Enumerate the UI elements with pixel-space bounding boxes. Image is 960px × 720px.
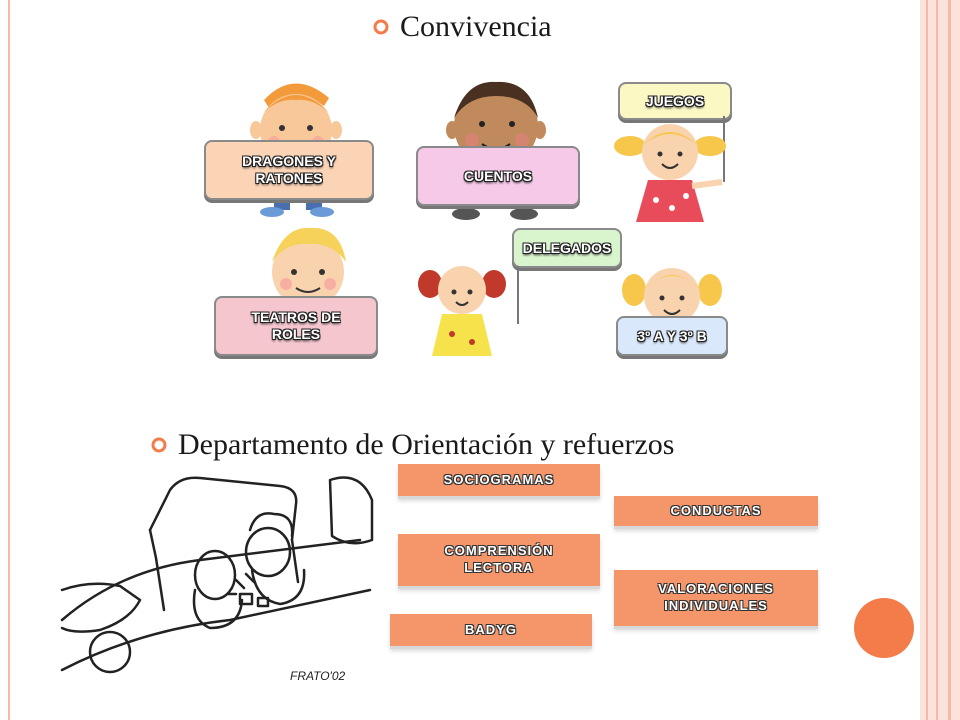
heading-departamento-text: Departamento de Orientación y refuerzos — [178, 428, 675, 461]
box-comprension-lectora-text: COMPRENSIÓN LECTORA — [444, 543, 554, 575]
orange-ring-bullet-icon — [373, 19, 389, 35]
sign-cuentos-text: CUENTOS — [463, 167, 533, 184]
girl-yellow-dress-illustration — [418, 266, 519, 356]
box-valoraciones-individuales: VALORACIONES INDIVIDUALES — [614, 570, 818, 626]
sign-juegos-text: JUEGOS — [645, 92, 705, 109]
box-sociogramas-text: SOCIOGRAMAS — [443, 471, 555, 487]
sign-curso-text: 3º A Y 3º B — [637, 327, 707, 344]
girl-pigtails-illustration — [614, 116, 726, 222]
sign-dragones-ratones: DRAGONES Y RATONES — [204, 140, 374, 200]
box-sociogramas: SOCIOGRAMAS — [398, 464, 600, 496]
sign-curso: 3º A Y 3º B — [616, 316, 728, 356]
box-comprension-lectora: COMPRENSIÓN LECTORA — [398, 534, 600, 586]
sign-teatros-roles-text: TEATROS DE ROLES — [251, 309, 341, 342]
box-valoraciones-individuales-text: VALORACIONES INDIVIDUALES — [658, 581, 774, 613]
orange-ring-bullet-icon — [151, 437, 167, 453]
box-badyg: BADYG — [390, 614, 592, 646]
decorative-orange-circle — [854, 598, 914, 658]
heading-departamento: Departamento de Orientación y refuerzos — [150, 428, 674, 462]
heading-convivencia: Convivencia — [372, 10, 552, 44]
box-conductas-text: CONDUCTAS — [670, 502, 762, 518]
sign-delegados: DELEGADOS — [512, 228, 622, 268]
box-conductas: CONDUCTAS — [614, 496, 818, 526]
blonde-girl-illustration — [622, 268, 722, 324]
sign-delegados-text: DELEGADOS — [522, 239, 612, 256]
cartoon-signature: FRATO'02 — [290, 669, 346, 683]
sign-juegos: JUEGOS — [618, 82, 732, 120]
kids-under-car-cartoon: FRATO'02 — [60, 476, 374, 683]
heading-convivencia-text: Convivencia — [400, 10, 552, 43]
box-badyg-text: BADYG — [465, 621, 517, 637]
sign-cuentos: CUENTOS — [416, 146, 580, 206]
slide-left-border — [8, 0, 10, 720]
sign-teatros-roles: TEATROS DE ROLES — [214, 296, 378, 356]
slide-right-stripes — [920, 0, 960, 720]
sign-dragones-ratones-text: DRAGONES Y RATONES — [242, 153, 336, 186]
